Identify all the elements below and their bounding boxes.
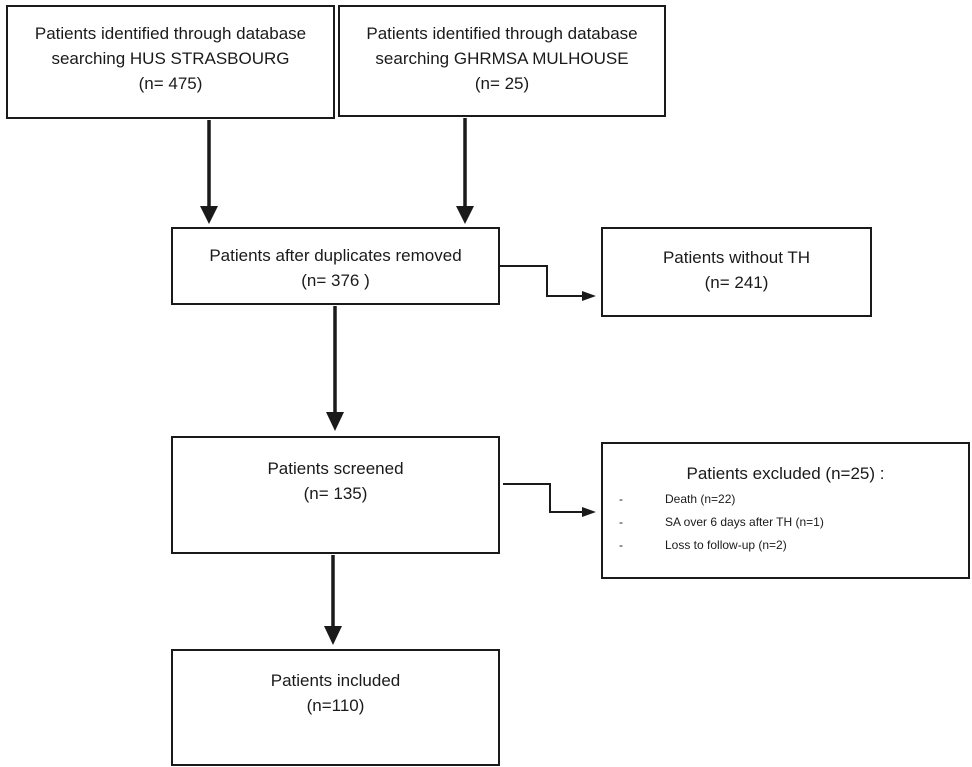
ghrmsa-mulhouse-box: Patients identified through database sea… <box>338 5 666 117</box>
exclusion-reason-sa: - SA over 6 days after TH (n=1) <box>603 511 968 534</box>
exclusion-reason-text: Death (n=22) <box>665 492 736 506</box>
duplicates-removed-box: Patients after duplicates removed (n= 37… <box>171 227 500 305</box>
included-label: Patients included <box>270 671 401 690</box>
exclusion-reason-text: SA over 6 days after TH (n=1) <box>665 515 824 529</box>
hus-box-line-1: Patients identified through database <box>34 24 307 43</box>
ghrmsa-box-count: (n= 25) <box>474 74 530 93</box>
included-count: (n=110) <box>306 696 365 715</box>
arrow-screened-to-excluded <box>503 483 596 517</box>
exclusion-reason-text: Loss to follow-up (n=2) <box>665 538 787 552</box>
excluded-box: Patients excluded (n=25) : - Death (n=22… <box>601 442 970 579</box>
ghrmsa-box-line-1: Patients identified through database <box>366 24 638 43</box>
excluded-title: Patients excluded (n=25) : <box>686 464 885 483</box>
hus-box-count: (n= 475) <box>138 74 203 93</box>
screened-count: (n= 135) <box>303 484 368 503</box>
without-th-box: Patients without TH (n= 241) <box>601 227 872 317</box>
included-box: Patients included (n=110) <box>171 649 500 766</box>
arrow-screened-to-included <box>324 555 342 645</box>
list-dash: - <box>619 492 623 506</box>
hus-strasbourg-box: Patients identified through database sea… <box>6 5 335 119</box>
arrow-ghrmsa-to-duplicates <box>456 118 474 224</box>
list-dash: - <box>619 515 623 529</box>
ghrmsa-box-line-2: searching GHRMSA MULHOUSE <box>375 49 629 68</box>
screened-label: Patients screened <box>267 459 404 478</box>
arrow-duplicates-to-screened <box>326 306 344 431</box>
exclusion-reasons-list: - Death (n=22) - SA over 6 days after TH… <box>603 488 968 557</box>
exclusion-reason-death: - Death (n=22) <box>603 488 968 511</box>
duplicates-removed-count: (n= 376 ) <box>301 271 370 290</box>
exclusion-reason-loss-to-follow-up: - Loss to follow-up (n=2) <box>603 534 968 557</box>
without-th-label: Patients without TH <box>662 248 811 267</box>
list-dash: - <box>619 538 623 552</box>
arrow-hus-to-duplicates <box>200 120 218 224</box>
screened-box: Patients screened (n= 135) <box>171 436 500 554</box>
arrow-duplicates-to-without-th <box>500 265 596 301</box>
without-th-count: (n= 241) <box>704 273 769 292</box>
hus-box-line-2: searching HUS STRASBOURG <box>51 49 290 68</box>
duplicates-removed-label: Patients after duplicates removed <box>209 246 462 265</box>
